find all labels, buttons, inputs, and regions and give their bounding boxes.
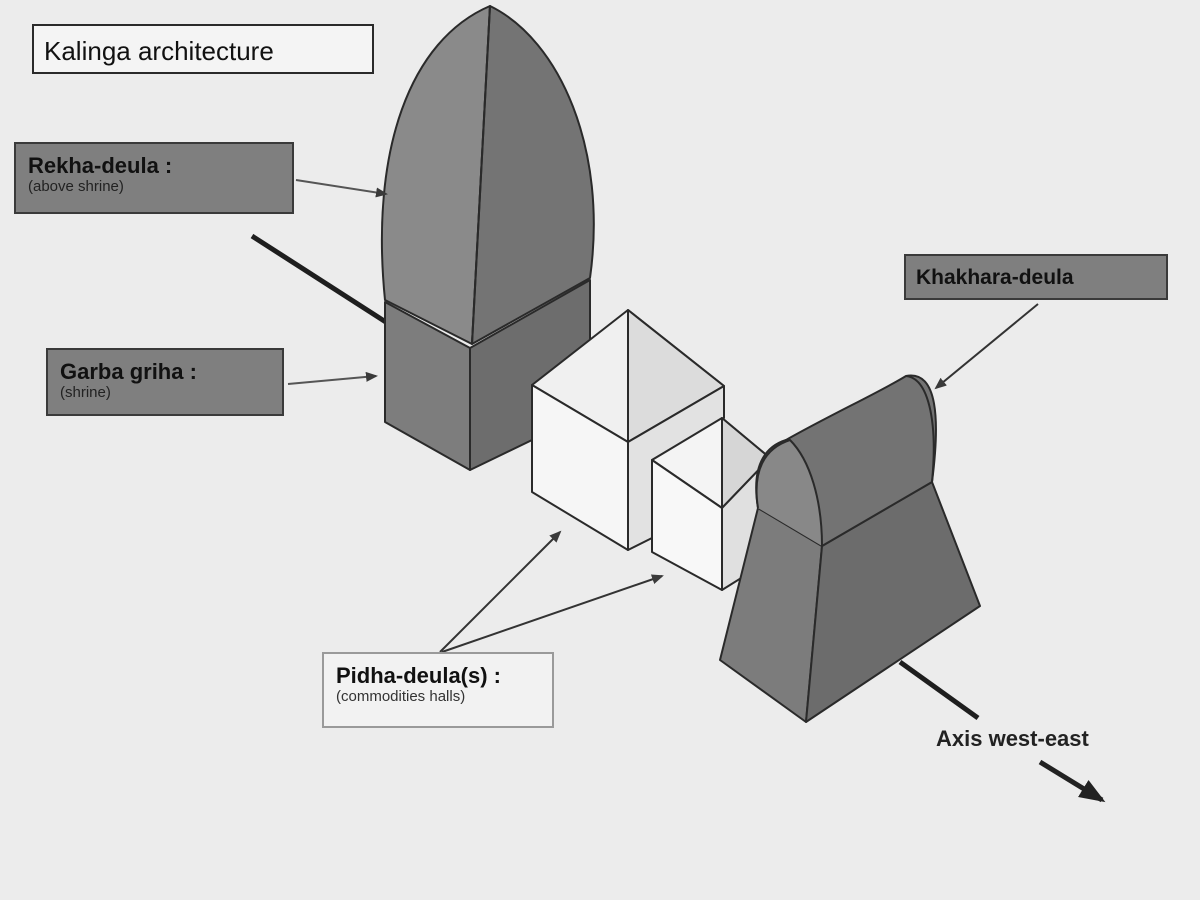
arrow-pidha-large xyxy=(439,530,562,653)
pidha-deula-title: Pidha-deula(s) : xyxy=(336,663,502,688)
pidha-deula-subtitle: (commodities halls) xyxy=(336,688,466,705)
diagram-title-text: Kalinga architecture xyxy=(44,36,274,66)
arrow-khakhara xyxy=(934,303,1039,390)
axis-west-east-label: Axis west-east xyxy=(936,726,1089,751)
axis-arrow xyxy=(1038,759,1106,803)
rekha-deula-title: Rekha-deula : xyxy=(28,153,173,178)
label-pidha-deula: Pidha-deula(s) : (commodities halls) xyxy=(322,652,554,728)
arrow-rekha xyxy=(295,179,388,198)
label-khakhara-deula: Khakhara-deula xyxy=(904,254,1168,300)
khakhara-deula xyxy=(719,374,981,723)
label-garba-griha: Garba griha : (shrine) xyxy=(46,348,284,416)
arrow-pidha-small xyxy=(441,574,664,653)
diagram-title: Kalinga architecture xyxy=(32,24,374,74)
garba-griha-subtitle: (shrine) xyxy=(60,384,111,401)
rekha-deula-tower xyxy=(380,5,595,345)
garba-griha-title: Garba griha : xyxy=(60,359,197,384)
axis-line-east xyxy=(898,659,980,721)
arrow-garba xyxy=(287,371,378,385)
axis-line-west xyxy=(250,233,394,329)
rekha-deula-subtitle: (above shrine) xyxy=(28,178,124,195)
label-rekha-deula: Rekha-deula : (above shrine) xyxy=(14,142,294,214)
khakhara-deula-title: Khakhara-deula xyxy=(916,266,1074,289)
